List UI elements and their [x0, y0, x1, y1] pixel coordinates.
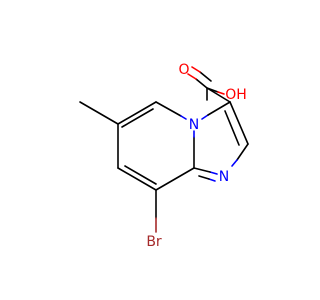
bond-c7-c8-double	[124, 165, 157, 185]
hydroxyl-label: OH	[225, 87, 247, 103]
bond-methyl	[79, 101, 119, 125]
chemical-structure: O OH N N Br	[79, 62, 249, 250]
bond-c8-c8a	[155, 167, 195, 191]
bond-c-oh	[206, 87, 219, 93]
nitrogen-ring-label: N	[219, 169, 229, 185]
bond-c5-n4-end	[180, 115, 187, 120]
bond-c7-c8	[117, 167, 157, 191]
bond-n4-c3	[207, 101, 231, 116]
bond-c3-c2	[229, 101, 249, 145]
bond-n1-c8a-double	[198, 175, 210, 180]
bond-carbonyl-double-end	[191, 66, 201, 73]
bond-n1-c8a-start	[209, 171, 218, 175]
bond-c5-c6	[117, 101, 157, 125]
bond-n1-c8a	[193, 167, 211, 173]
bond-n4-c3-start	[201, 114, 209, 120]
bond-c-oh-end	[217, 91, 225, 95]
bond-c3-c2-double	[224, 110, 240, 146]
bond-carbonyl-end	[187, 73, 197, 80]
bond-c6-c7-double	[121, 108, 154, 128]
bond-c3-carboxyl	[206, 87, 231, 103]
bond-c2-n1-end	[231, 159, 238, 167]
bond-carboxyl-c-o	[195, 78, 208, 89]
bond-c2-n1	[236, 143, 249, 161]
oxygen-carbonyl-label: O	[178, 62, 189, 78]
bond-c5-n4	[155, 101, 182, 117]
nitrogen-bridge-label: N	[189, 117, 199, 133]
bromine-label: Br	[146, 234, 162, 250]
bond-carbonyl-double	[199, 71, 212, 82]
bond-n1-c8a-double-end	[208, 178, 216, 182]
